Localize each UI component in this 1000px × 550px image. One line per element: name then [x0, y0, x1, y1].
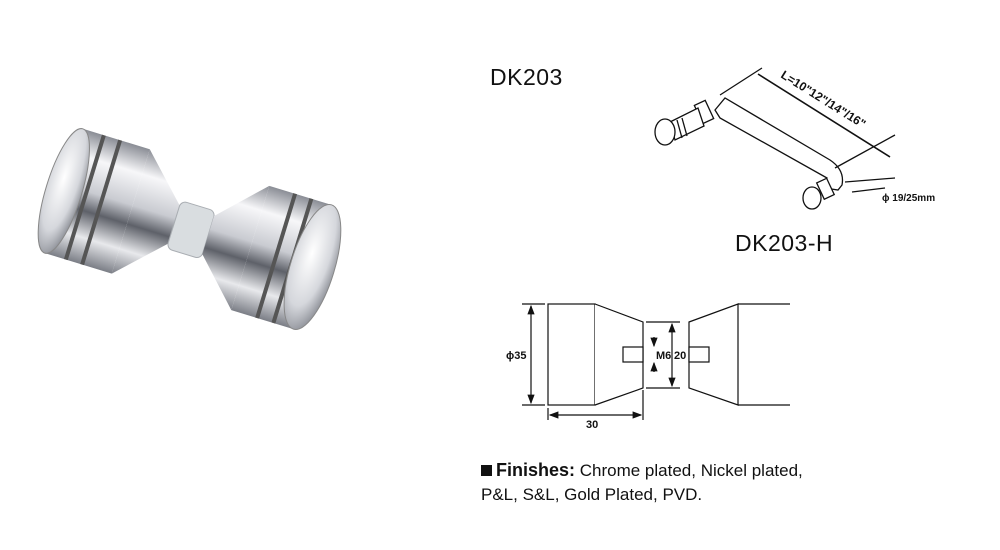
knob-length-label: 30	[586, 419, 598, 431]
finishes-text-1: Chrome plated, Nickel plated,	[579, 461, 803, 480]
knob-diameter-label: ϕ35	[506, 350, 526, 362]
model-number: DK203	[490, 64, 563, 90]
finishes-line-1: Finishes: Chrome plated, Nickel plated,	[481, 460, 803, 481]
thread-label: M6	[656, 350, 671, 362]
finishes-text-2: P&L, S&L, Gold Plated, PVD.	[481, 485, 703, 504]
product-photo-knob	[37, 128, 342, 330]
neck-diameter-label: 20	[674, 350, 686, 362]
knob-dimension-drawing: ϕ35 30 M6 20	[506, 303, 790, 431]
variant-model-number: DK203-H	[735, 230, 834, 256]
handle-drawing: L=10"12"/14"/16" ϕ 19/25mm	[654, 67, 935, 210]
handle-length-label: L=10"12"/14"/16"	[778, 68, 868, 131]
handle-diameter-label: ϕ 19/25mm	[882, 193, 935, 204]
finishes-heading: Finishes:	[496, 460, 576, 480]
bullet-square-icon	[481, 465, 492, 476]
